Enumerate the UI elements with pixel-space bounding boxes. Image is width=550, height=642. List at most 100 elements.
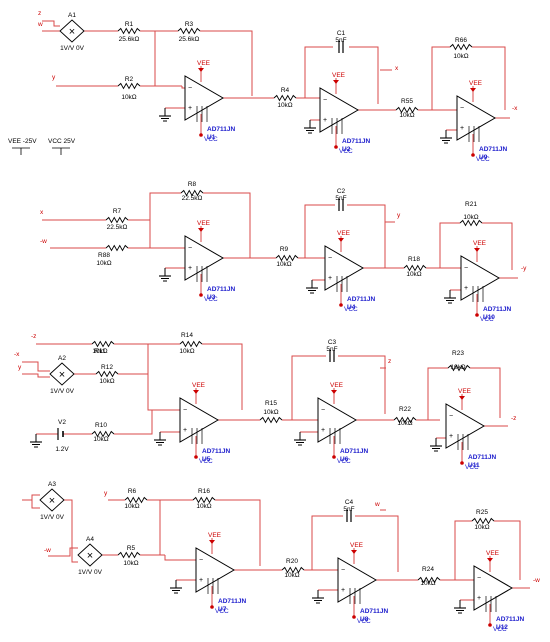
resistor-symbol bbox=[281, 566, 305, 574]
resistor-symbol bbox=[259, 416, 283, 424]
opamp-part: AD711JN bbox=[218, 598, 246, 605]
multiplier-ref: A3 bbox=[48, 481, 56, 488]
vee-arrow bbox=[333, 80, 339, 84]
multiplier-value: 1V/V 0V bbox=[50, 388, 75, 395]
multiplier-ref: A4 bbox=[86, 536, 94, 543]
wire bbox=[64, 499, 78, 563]
wire bbox=[22, 373, 50, 378]
resistor-symbol bbox=[273, 94, 297, 102]
opamp-minus-sign: − bbox=[188, 85, 192, 92]
vcc-label: VCC bbox=[493, 626, 507, 633]
dc-source-ref: V2 bbox=[58, 419, 66, 426]
capacitor-value: 5nF bbox=[326, 346, 337, 353]
wire bbox=[311, 515, 343, 570]
wire bbox=[439, 222, 460, 268]
resistor-value: 10kΩ bbox=[196, 503, 211, 510]
vcc-dot bbox=[339, 303, 343, 307]
opamp-part: AD711JN bbox=[340, 448, 368, 455]
resistor-symbol bbox=[393, 416, 417, 424]
net-label: -x bbox=[512, 105, 518, 112]
resistor-ref: R15 bbox=[265, 400, 277, 407]
multiplier-icon: × bbox=[49, 495, 55, 507]
wire bbox=[147, 499, 161, 555]
vcc-label: VCC bbox=[476, 156, 490, 163]
vcc-dot bbox=[199, 293, 203, 297]
vee-label: VEE bbox=[197, 60, 211, 67]
opamp-symbol bbox=[179, 397, 219, 443]
net-label: y bbox=[104, 490, 108, 497]
resistor-symbol bbox=[417, 576, 441, 584]
wire bbox=[347, 204, 386, 268]
resistor-value: 22.5kΩ bbox=[182, 195, 203, 202]
multiplier-body bbox=[49, 362, 75, 386]
resistor-value: 10kΩ bbox=[92, 348, 107, 355]
resistor-ref: R6 bbox=[128, 488, 137, 495]
resistor-symbol bbox=[395, 106, 419, 114]
net-label: y bbox=[397, 212, 401, 219]
resistor-symbol bbox=[275, 254, 299, 262]
opamp-minus-sign: − bbox=[341, 567, 345, 574]
opamp-minus-sign: − bbox=[449, 413, 453, 420]
wire bbox=[291, 355, 326, 420]
vcc-label: VCC bbox=[204, 296, 218, 303]
resistor-value: 10kΩ bbox=[284, 572, 299, 579]
vcc-label: VCC bbox=[339, 148, 353, 155]
opamp-ref: U12 bbox=[496, 624, 508, 631]
opamp-ref: U1 bbox=[207, 134, 216, 141]
vee-arrow bbox=[487, 558, 493, 562]
resistor-value: 10kΩ bbox=[179, 348, 194, 355]
wire bbox=[48, 547, 78, 557]
wire bbox=[215, 499, 261, 566]
net-label: -x bbox=[14, 351, 20, 358]
resistor-ref: R11 bbox=[94, 348, 106, 355]
resistor-symbol bbox=[471, 517, 495, 525]
opamp-ref: U8 bbox=[360, 616, 369, 623]
resistor-symbol bbox=[447, 364, 471, 372]
vee-arrow bbox=[470, 88, 476, 92]
wire bbox=[304, 46, 333, 98]
resistor-symbol bbox=[117, 82, 141, 90]
wires-layer bbox=[22, 20, 530, 624]
resistor-value: 22.5kΩ bbox=[107, 224, 128, 231]
capacitor-ref: C1 bbox=[337, 30, 346, 37]
opamp-part: AD711JN bbox=[347, 296, 375, 303]
resistor-symbol bbox=[403, 264, 427, 272]
resistor-symbol bbox=[124, 496, 148, 504]
resistor-ref: R18 bbox=[408, 256, 420, 263]
net-label: y bbox=[52, 74, 56, 81]
opamp-plus-sign: + bbox=[328, 275, 332, 282]
resistor-value: 10kΩ bbox=[406, 271, 421, 278]
resistor-ref: R8 bbox=[188, 181, 197, 188]
vee-arrow bbox=[198, 228, 204, 232]
opamp-part: AD711JN bbox=[483, 306, 511, 313]
resistor-value: 10kΩ bbox=[450, 364, 465, 371]
vcc-label: VCC bbox=[480, 316, 494, 323]
opamp-ref: U3 bbox=[207, 294, 216, 301]
multiplier-ref: A2 bbox=[58, 355, 66, 362]
opamp-part: AD711JN bbox=[207, 126, 235, 133]
resistor-symbol bbox=[179, 340, 203, 348]
wire bbox=[149, 192, 181, 220]
opamp-minus-sign: − bbox=[328, 255, 332, 262]
wire bbox=[482, 222, 513, 270]
opamp-plus-sign: + bbox=[321, 427, 325, 434]
vee-arrow bbox=[351, 550, 357, 554]
wire bbox=[114, 410, 153, 435]
wire bbox=[454, 520, 472, 580]
resistor-symbol bbox=[459, 219, 483, 227]
opamp-plus-sign: + bbox=[199, 577, 203, 584]
wire bbox=[431, 46, 450, 110]
wire bbox=[355, 515, 399, 572]
net-label: -w bbox=[44, 547, 51, 554]
opamp-plus-sign: + bbox=[449, 433, 453, 440]
capacitor-ref: C3 bbox=[328, 339, 337, 346]
opamp-ref: U10 bbox=[483, 314, 495, 321]
multiplier-value: 1V/V 0V bbox=[60, 45, 85, 52]
vcc-dot bbox=[460, 461, 464, 465]
opamp-part: AD711JN bbox=[496, 616, 524, 623]
resistor-ref: R14 bbox=[181, 332, 193, 339]
opamp-part: AD711JN bbox=[360, 608, 388, 615]
opamp-symbol bbox=[317, 397, 357, 443]
opamp-plus-sign: + bbox=[188, 265, 192, 272]
resistor-symbol bbox=[449, 43, 473, 51]
